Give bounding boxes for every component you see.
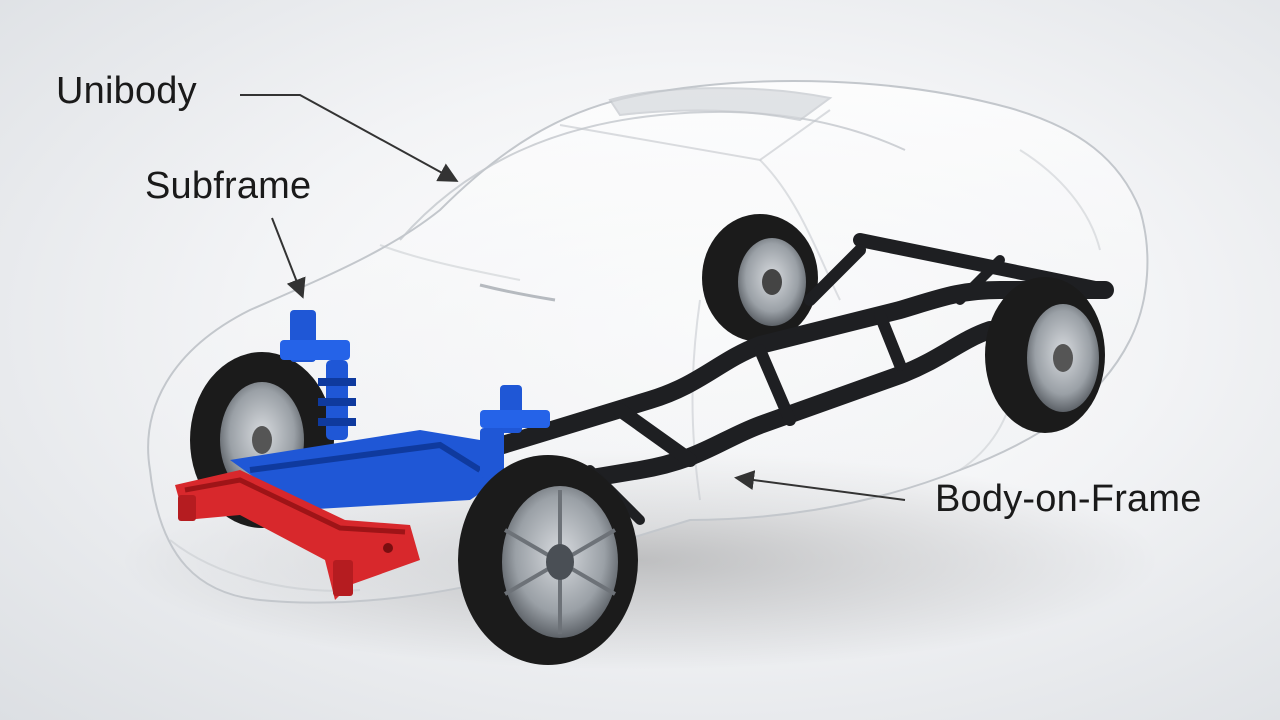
subframe-label: Subframe: [145, 165, 312, 207]
leader-lines: [240, 94, 906, 501]
unibody-leader: [240, 94, 459, 182]
body-on-frame-leader: [734, 470, 906, 501]
subframe-leader: [271, 217, 306, 299]
front-crossmember: [175, 470, 420, 600]
body-on-frame-label: Body-on-Frame: [935, 478, 1202, 520]
unibody-label: Unibody: [56, 70, 197, 112]
subframe-assembly: [230, 310, 550, 510]
rear-right-wheel: [702, 214, 818, 342]
front-left-wheel: [458, 455, 638, 665]
rear-left-wheel: [985, 277, 1105, 433]
